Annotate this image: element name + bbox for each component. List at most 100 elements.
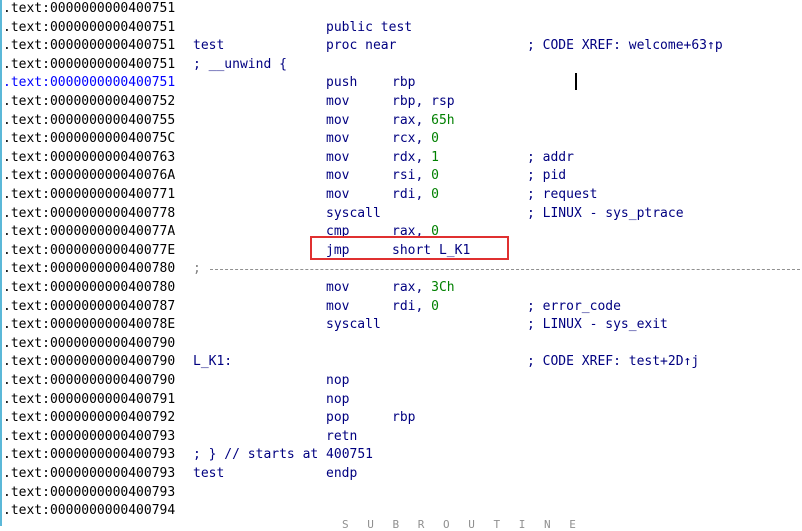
disassembly-line[interactable]: .text:000000000040077A cmp rax, 0 xyxy=(0,223,802,241)
operands[interactable]: rdx, 1 xyxy=(392,149,439,167)
disassembly-line[interactable]: .text:000000000040076A mov rsi, 0 ; pid xyxy=(0,167,802,185)
mnemonic[interactable]: retn xyxy=(326,428,358,444)
address[interactable]: .text:0000000000400793 xyxy=(3,447,176,463)
mnemonic[interactable]: cmp xyxy=(326,224,350,240)
address[interactable]: .text:0000000000400793 xyxy=(3,428,176,444)
disassembly-line[interactable]: .text:0000000000400790 L_K1: ; CODE XREF: … xyxy=(0,353,802,371)
address[interactable]: .text:000000000040077A xyxy=(3,224,176,240)
mnemonic[interactable]: nop xyxy=(326,373,350,388)
disassembly-line[interactable]: .text:000000000040078E syscall ; LINUX - s… xyxy=(0,316,802,334)
disassembly-line[interactable]: .text:0000000000400778 syscall ; LINUX - s… xyxy=(0,205,802,223)
comment[interactable]: ; addr xyxy=(527,149,574,165)
label-name[interactable]: test xyxy=(193,38,225,54)
disassembly-line[interactable]: .text:0000000000400752 mov rbp, rsp xyxy=(0,93,802,111)
address[interactable]: .text:0000000000400771 xyxy=(3,187,176,202)
disassembly-line[interactable]: .text:0000000000400780 mov rax, 3Ch xyxy=(0,279,802,297)
mnemonic[interactable]: mov xyxy=(326,168,350,184)
label-name[interactable]: L_K1: xyxy=(193,354,233,370)
mnemonic[interactable]: mov xyxy=(326,94,350,109)
disassembly-line[interactable]: .text:0000000000400751 ; __unwind { xyxy=(0,56,802,74)
address[interactable]: .text:0000000000400751 xyxy=(3,75,176,91)
operands[interactable]: rax, 0 xyxy=(392,223,439,241)
mnemonic[interactable]: mov xyxy=(326,131,350,147)
disassembly-line[interactable]: .text:0000000000400792 pop rbp xyxy=(0,409,802,427)
address[interactable]: .text:0000000000400751 xyxy=(3,56,176,72)
disassembly-line[interactable]: .text:0000000000400790 xyxy=(0,335,802,353)
comment[interactable]: ; LINUX - sys_ptrace xyxy=(527,205,684,221)
disassembly-line[interactable]: .text:0000000000400793 retn xyxy=(0,428,802,446)
operands[interactable]: short L_K1 xyxy=(392,242,470,260)
mnemonic[interactable]: pop xyxy=(326,410,350,426)
disassembly-line[interactable]: .text:0000000000400787 mov rdi, 0 ; error_c… xyxy=(0,298,802,316)
label-name[interactable]: ; __unwind { xyxy=(193,56,287,72)
disassembly-line[interactable]: .text:0000000000400751 public test xyxy=(0,19,802,37)
address[interactable]: .text:0000000000400793 xyxy=(3,466,176,481)
address[interactable]: .text:000000000040076A xyxy=(3,168,176,184)
address[interactable]: .text:0000000000400763 xyxy=(3,149,176,165)
operands[interactable]: rsi, 0 xyxy=(392,167,439,185)
address[interactable]: .text:000000000040078E xyxy=(3,317,176,333)
mnemonic[interactable]: mov xyxy=(326,149,350,165)
address[interactable]: .text:0000000000400751 xyxy=(3,1,176,16)
address[interactable]: .text:000000000040075C xyxy=(3,131,176,147)
address[interactable]: .text:0000000000400791 xyxy=(3,391,176,407)
comment[interactable]: ; error_code xyxy=(527,298,621,314)
mnemonic[interactable]: syscall xyxy=(326,317,381,333)
mnemonic[interactable]: mov xyxy=(326,298,350,314)
address[interactable]: .text:0000000000400793 xyxy=(3,484,176,500)
operands[interactable]: rbp xyxy=(392,74,415,92)
mnemonic[interactable]: push xyxy=(326,75,358,91)
operands[interactable]: rbp xyxy=(392,409,415,427)
address[interactable]: .text:0000000000400792 xyxy=(3,410,176,426)
mnemonic[interactable]: syscall xyxy=(326,205,381,221)
comment[interactable]: ; CODE XREF: test+2D↑j xyxy=(527,354,700,370)
label-name[interactable]: ; } // starts at 400751 xyxy=(193,447,374,463)
comment[interactable]: ; CODE XREF: welcome+63↑p xyxy=(527,38,723,54)
address[interactable]: .text:0000000000400780 xyxy=(3,261,176,277)
mnemonic[interactable]: nop xyxy=(326,391,350,407)
disassembly-line[interactable]: .text:000000000040075C mov rcx, 0 xyxy=(0,130,802,148)
mnemonic[interactable]: endp xyxy=(326,466,358,481)
address[interactable]: .text:0000000000400755 xyxy=(3,112,176,128)
address[interactable]: .text:000000000040077E xyxy=(3,242,176,258)
disassembly-line[interactable]: .text:0000000000400751 push rbp xyxy=(0,74,802,92)
mnemonic[interactable]: mov xyxy=(326,187,350,202)
operands[interactable]: rdi, 0 xyxy=(392,298,439,316)
address[interactable]: .text:0000000000400790 xyxy=(3,373,176,388)
disassembly-line[interactable]: .text:0000000000400751 xyxy=(0,0,802,18)
comment[interactable]: ; pid xyxy=(527,168,567,184)
mnemonic[interactable]: mov xyxy=(326,280,350,295)
address[interactable]: .text:0000000000400790 xyxy=(3,354,176,370)
disassembly-line[interactable]: .text:0000000000400763 mov rdx, 1 ; addr xyxy=(0,149,802,167)
operands[interactable]: rdi, 0 xyxy=(392,186,439,204)
disassembly-line[interactable]: .text:0000000000400793 ; } // starts at 4… xyxy=(0,446,802,464)
operands[interactable]: rax, 3Ch xyxy=(392,279,455,297)
address[interactable]: .text:0000000000400794 xyxy=(3,503,176,519)
disassembly-line[interactable]: .text:000000000040077E jmp short L_K1 xyxy=(0,242,802,260)
address[interactable]: .text:0000000000400752 xyxy=(3,94,176,109)
address[interactable]: .text:0000000000400751 xyxy=(3,19,176,35)
disassembly-line[interactable]: .text:0000000000400794 xyxy=(0,502,802,520)
disassembly-line[interactable]: .text:0000000000400771 mov rdi, 0 ; request xyxy=(0,186,802,204)
operands[interactable]: rbp, rsp xyxy=(392,93,455,111)
disassembly-line[interactable]: .text:0000000000400793 test endp xyxy=(0,465,802,483)
address[interactable]: .text:0000000000400751 xyxy=(3,38,176,54)
mnemonic[interactable]: proc near xyxy=(326,38,397,54)
operands[interactable]: rax, 65h xyxy=(392,112,455,130)
mnemonic[interactable]: public test xyxy=(326,19,413,35)
disassembly-line[interactable]: .text:0000000000400751 test proc near ; COD… xyxy=(0,37,802,55)
address[interactable]: .text:0000000000400780 xyxy=(3,280,176,295)
disassembly-line[interactable]: .text:0000000000400780; xyxy=(0,260,802,278)
label-name[interactable]: test xyxy=(193,466,225,481)
mnemonic[interactable]: jmp xyxy=(326,242,350,258)
address[interactable]: .text:0000000000400787 xyxy=(3,298,176,314)
comment[interactable]: ; LINUX - sys_exit xyxy=(527,317,668,333)
disassembly-line[interactable]: .text:0000000000400790 nop xyxy=(0,372,802,390)
disassembly-line[interactable]: .text:0000000000400791 nop xyxy=(0,391,802,409)
comment[interactable]: ; request xyxy=(527,187,598,202)
operands[interactable]: rcx, 0 xyxy=(392,130,439,148)
address[interactable]: .text:0000000000400790 xyxy=(3,335,176,351)
address[interactable]: .text:0000000000400778 xyxy=(3,205,176,221)
